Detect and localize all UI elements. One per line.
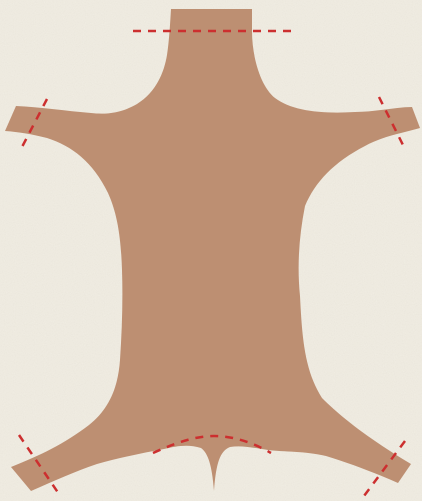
diagram-canvas [0,0,422,501]
hide-diagram [0,0,422,501]
